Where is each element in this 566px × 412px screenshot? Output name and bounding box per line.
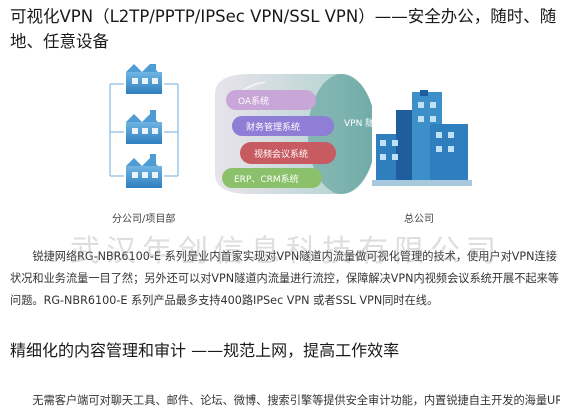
branch-connector: [109, 83, 179, 177]
oa-label: OA系统: [238, 95, 269, 107]
page-heading: 可视化VPN（L2TP/PPTP/IPSec VPN/SSL VPN）——安全办…: [10, 7, 557, 51]
headquarters-building-icon: [372, 90, 472, 186]
video-pill-bg: [240, 142, 336, 164]
erp-label: ERP、CRM系统: [234, 173, 299, 185]
section2-paragraph: 无需客户端可对聊天工具、邮件、论坛、微博、搜索引擎等提供安全审计功能，内置锐捷自…: [32, 394, 560, 407]
branch-caption: 分公司/项目部: [112, 212, 175, 225]
vpn-paragraph: 锐捷网络RG-NBR6100-E 系列是业内首家实现对VPN隧道内流量做可视化管…: [10, 250, 559, 307]
system-pill-video: 视频会议系统: [240, 142, 336, 164]
branch-factory-icon: [126, 110, 162, 144]
hq-caption: 总公司: [404, 212, 434, 225]
system-pill-oa: OA系统: [226, 90, 316, 110]
finance-pill-bg: [232, 116, 334, 136]
erp-pill-bg: [222, 168, 322, 188]
video-label: 视频会议系统: [254, 148, 308, 160]
system-pill-finance: 财务管理系统: [232, 116, 334, 136]
branch-factory-icon: [126, 64, 162, 94]
branch-factory-icon: [126, 154, 162, 188]
section2-heading: 精细化的内容管理和审计 ——规范上网，提高工作效率: [10, 341, 400, 360]
vpn-diagram: OA系统 财务管理系统 视频会议系统 ERP、CRM系统 VPN 隧道: [109, 64, 472, 225]
oa-pill-bg: [226, 90, 316, 110]
system-pill-erp: ERP、CRM系统: [222, 168, 322, 188]
finance-label: 财务管理系统: [246, 121, 300, 133]
